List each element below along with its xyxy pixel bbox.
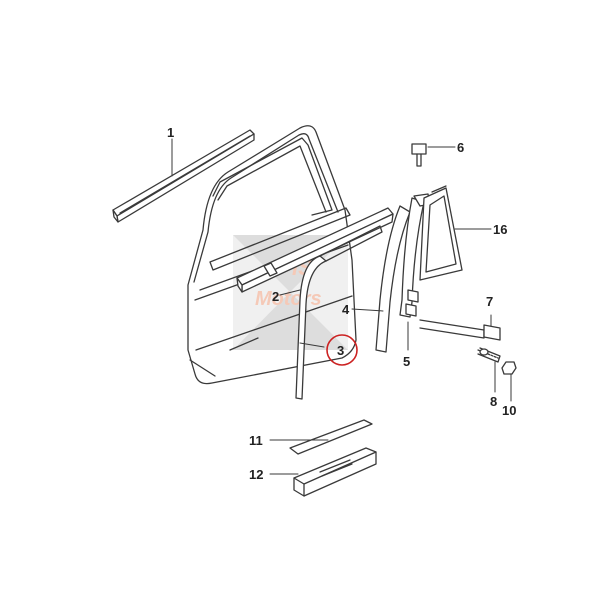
callout-10[interactable]: 10	[502, 403, 516, 418]
callout-labels: 1 2 3 4 5 6 7 8 10 11 12 16	[167, 125, 516, 482]
callout-8[interactable]: 8	[490, 394, 497, 409]
part-5-frame-strip	[399, 193, 431, 318]
belt-moulding	[236, 207, 394, 293]
part-1-window-strip	[112, 129, 255, 223]
part-7-bolt	[419, 319, 501, 341]
callout-1[interactable]: 1	[167, 125, 174, 140]
callout-3[interactable]: 3	[337, 343, 344, 358]
callout-7[interactable]: 7	[486, 294, 493, 309]
watermark-line2: Motors	[255, 288, 322, 310]
leader-lines	[171, 138, 512, 475]
part-4-glass-channel	[375, 205, 411, 353]
part-6-screw	[411, 143, 427, 167]
callout-4[interactable]: 4	[342, 302, 350, 317]
part-8-stud	[477, 347, 501, 363]
part-12-sill-bracket	[293, 447, 377, 497]
callout-5[interactable]: 5	[403, 354, 410, 369]
part-16-quarter-glass	[419, 185, 463, 281]
callout-12[interactable]: 12	[249, 467, 263, 482]
callout-6[interactable]: 6	[457, 140, 464, 155]
highlight-circle	[326, 334, 358, 366]
callout-2[interactable]: 2	[272, 289, 279, 304]
callout-16[interactable]: 16	[493, 222, 507, 237]
part-11-sill-strip	[289, 419, 373, 455]
part-3-window-guide	[295, 225, 383, 400]
callout-11[interactable]: 11	[249, 433, 263, 448]
part-10-nut	[501, 361, 517, 375]
